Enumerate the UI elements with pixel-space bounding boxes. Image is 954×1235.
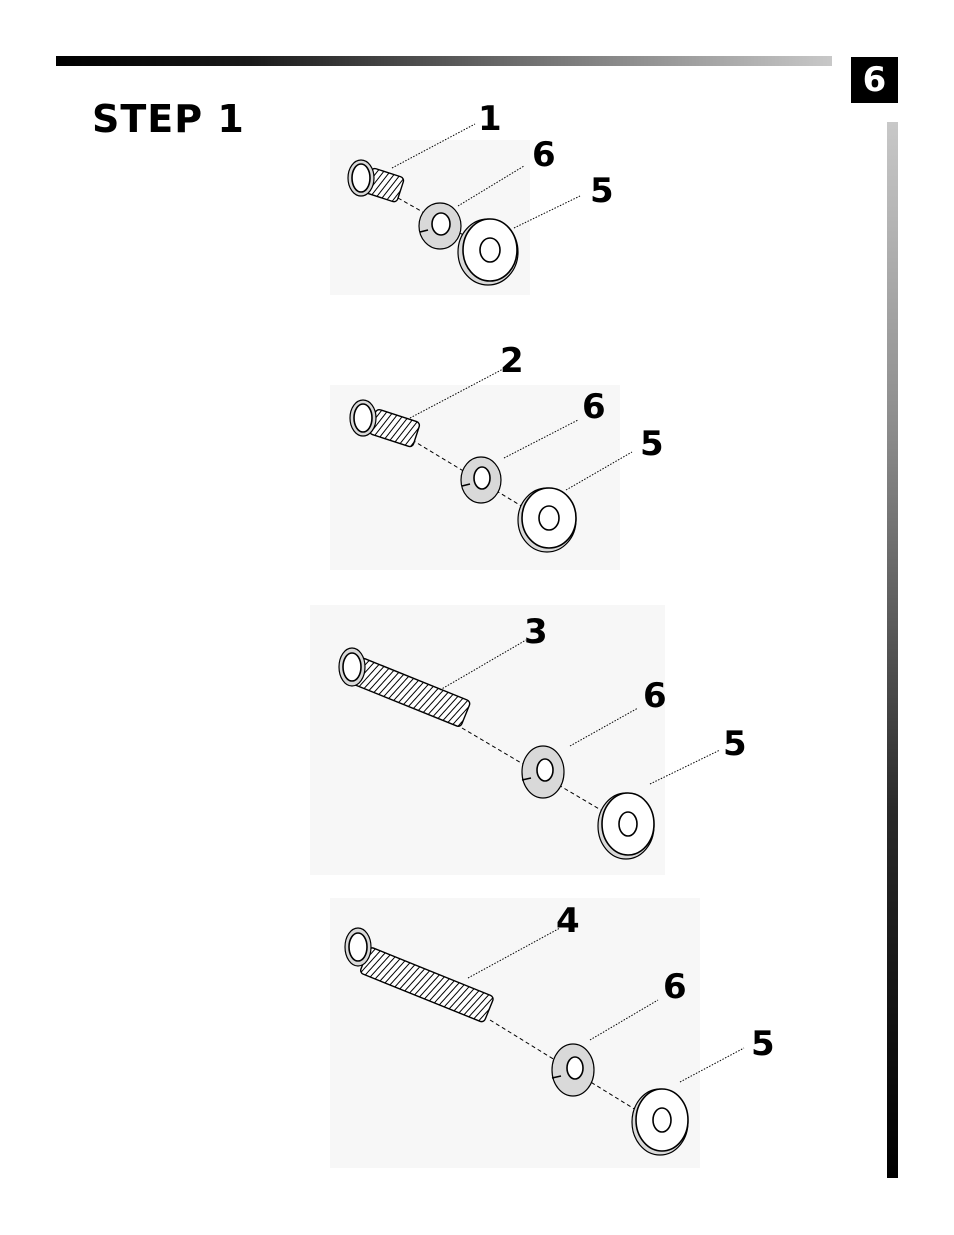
label-flat-washer-d: 5 — [751, 1024, 775, 1064]
lock-washer-6-c — [522, 746, 564, 798]
flat-washer-5-c — [598, 793, 654, 859]
lock-washer-6-a — [419, 203, 461, 249]
assembly-4: 4 6 5 — [330, 898, 775, 1168]
label-lock-washer-b: 6 — [582, 387, 606, 427]
assembly-3: 3 6 5 — [310, 605, 747, 875]
lock-washer-6-d — [552, 1044, 594, 1096]
flat-washer-5-d — [632, 1089, 688, 1155]
label-bolt-1: 1 — [478, 99, 502, 139]
label-lock-washer-a: 6 — [532, 135, 556, 175]
label-flat-washer-a: 5 — [590, 171, 614, 211]
label-flat-washer-b: 5 — [640, 424, 664, 464]
label-lock-washer-c: 6 — [643, 676, 667, 716]
assembly-2: 2 6 5 — [330, 341, 664, 570]
label-bolt-2: 2 — [500, 341, 524, 381]
label-bolt-3: 3 — [524, 612, 548, 652]
label-flat-washer-c: 5 — [723, 724, 747, 764]
flat-washer-5-a — [458, 219, 518, 285]
label-lock-washer-d: 6 — [663, 967, 687, 1007]
lock-washer-6-b — [461, 457, 501, 503]
flat-washer-5-b — [518, 488, 576, 552]
label-bolt-4: 4 — [556, 901, 580, 941]
assembly-1: 1 6 5 — [330, 99, 614, 295]
